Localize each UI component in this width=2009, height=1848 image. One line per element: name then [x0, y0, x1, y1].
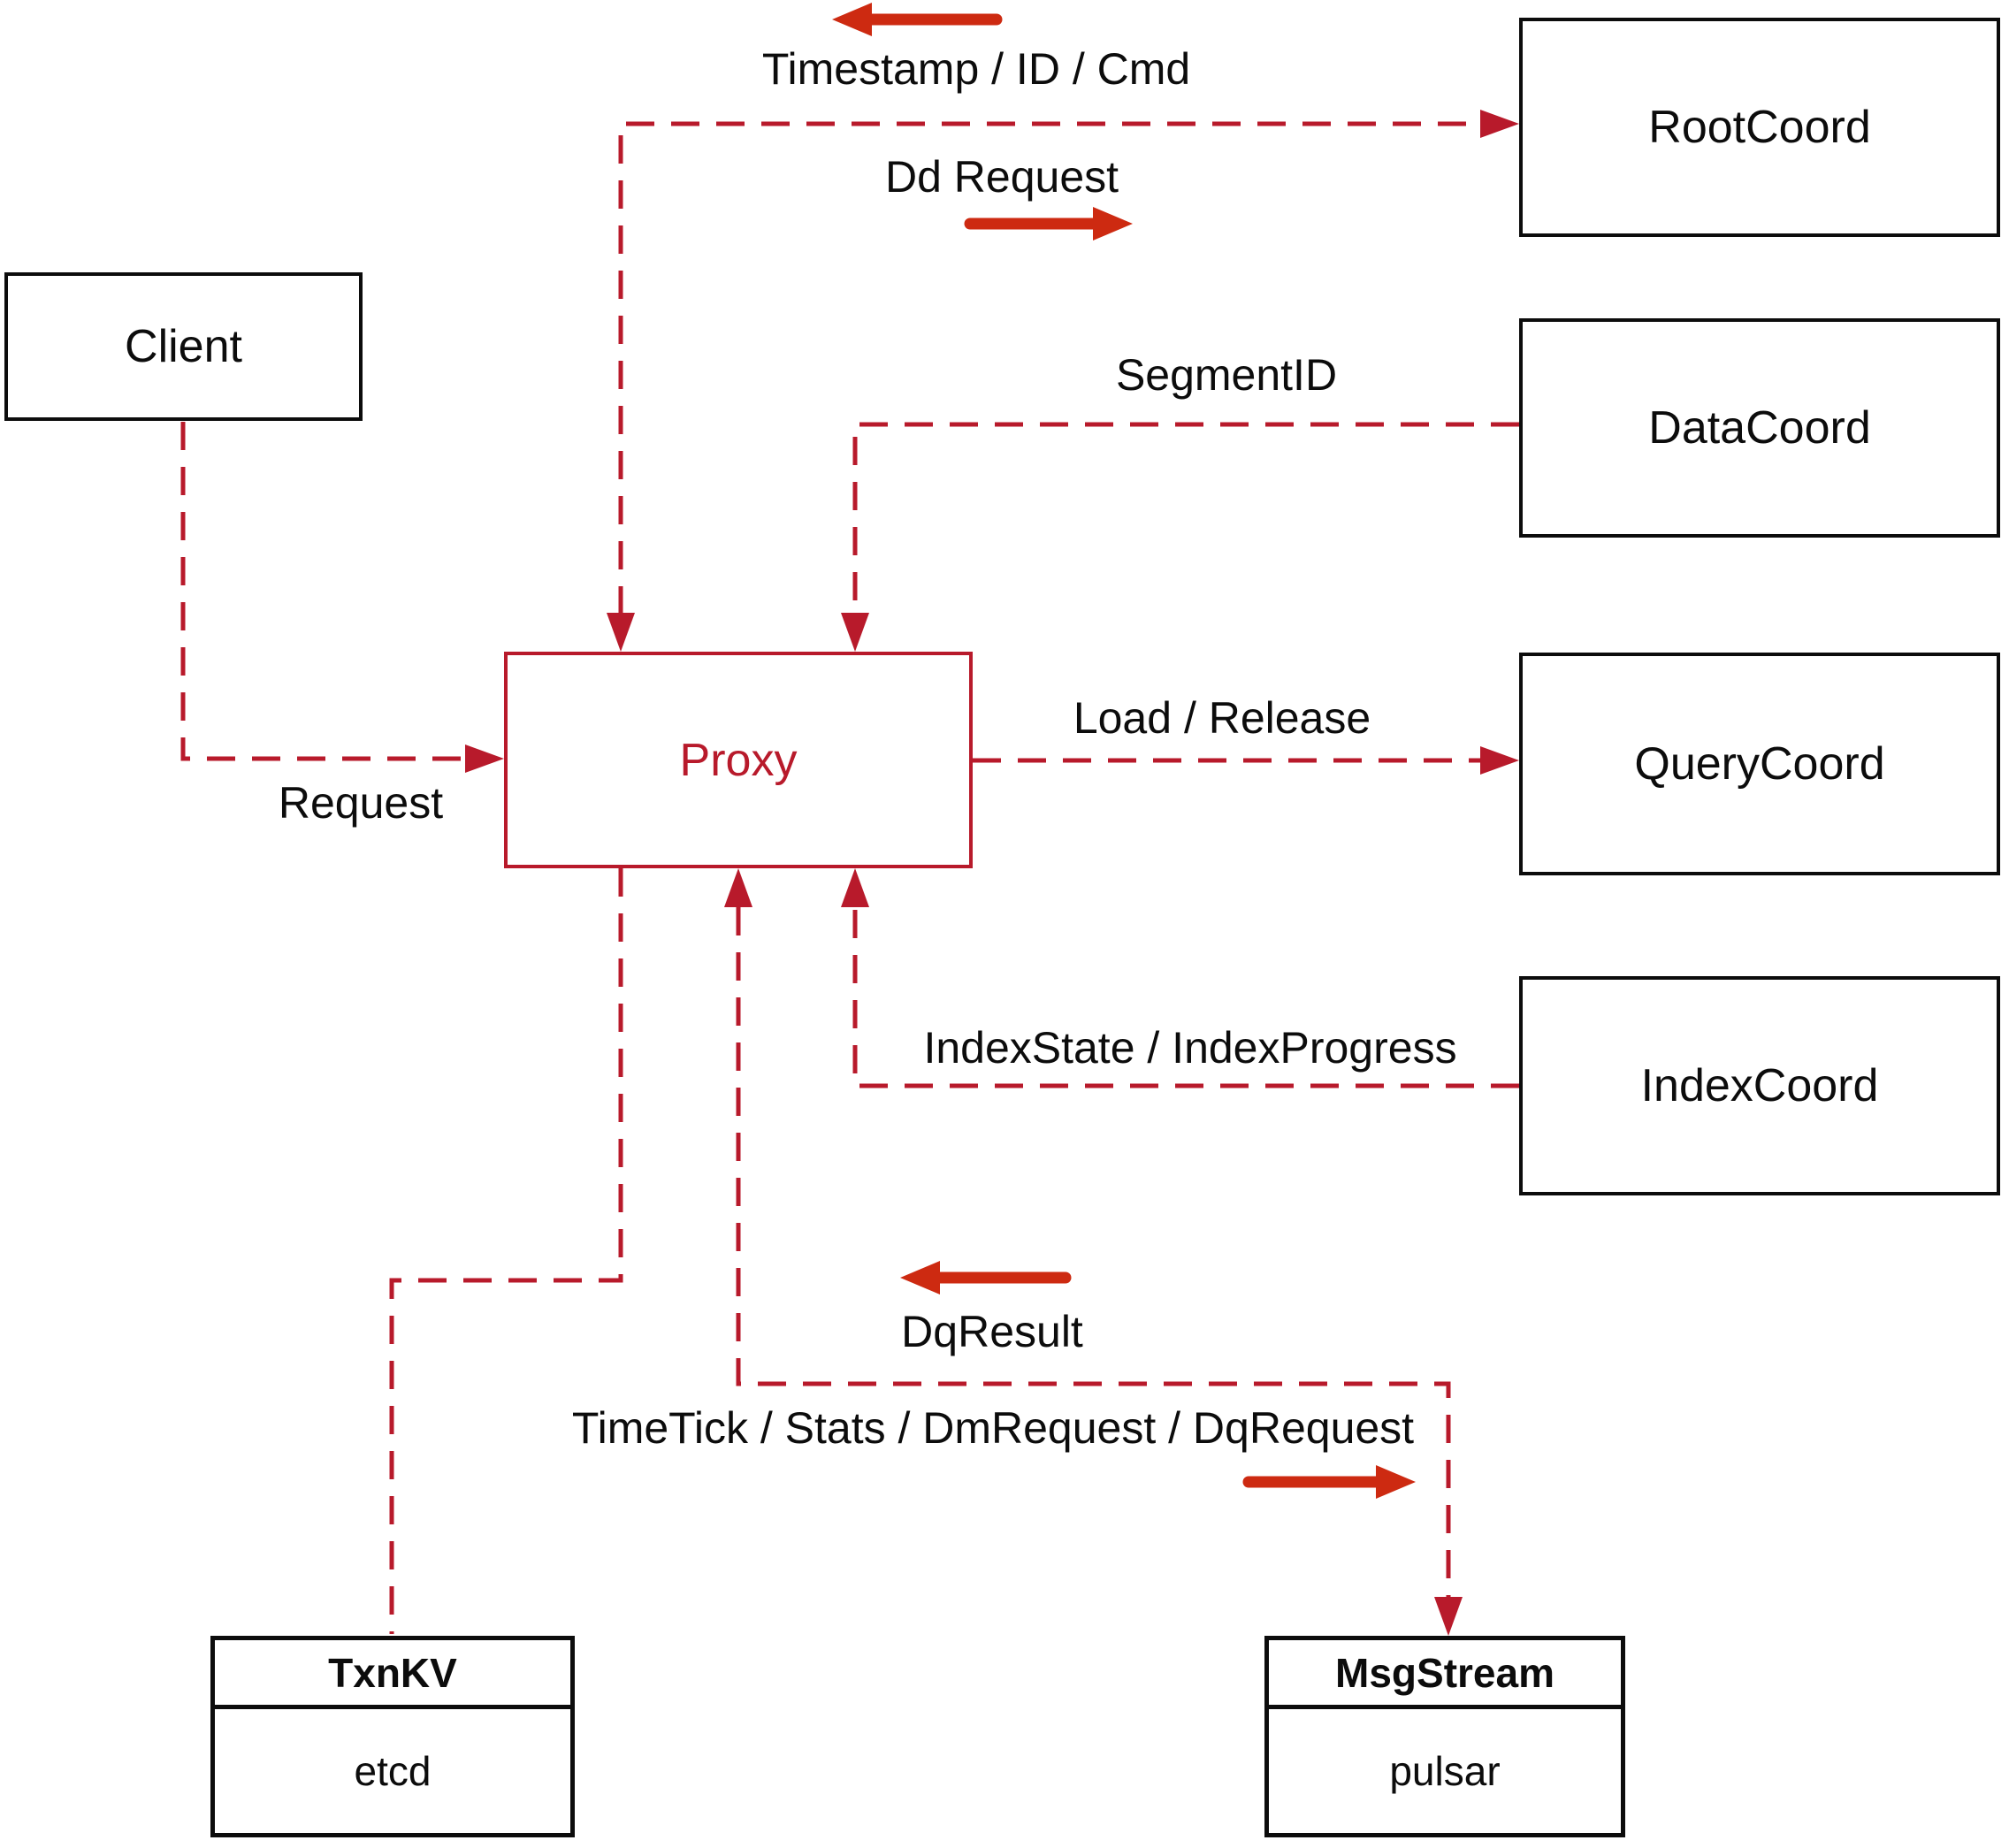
edge-label-index-state: IndexState / IndexProgress — [923, 1023, 1457, 1073]
node-proxy: Proxy — [504, 652, 973, 868]
timestamp-direction-arrow — [832, 3, 1003, 36]
node-proxy-label: Proxy — [679, 734, 798, 786]
node-client: Client — [4, 272, 363, 421]
edge-label-dq-result: DqResult — [901, 1307, 1083, 1356]
arrowhead-into-rootcoord — [1480, 110, 1519, 138]
edge-indexcoord-proxy — [852, 907, 1519, 1088]
arrowhead-into-msgstream — [1434, 1597, 1463, 1636]
arrowhead-into-proxy-from-rootcoord — [607, 613, 635, 652]
node-txnkv-impl: etcd — [354, 1748, 432, 1794]
edge-label-dd-request: Dd Request — [884, 152, 1119, 202]
edge-label-request: Request — [278, 778, 444, 828]
node-msgstream-title: MsgStream — [1269, 1640, 1621, 1709]
edge-proxy-rootcoord — [618, 121, 1480, 615]
dd-request-direction-arrow — [964, 207, 1133, 241]
edge-datacoord-proxy — [852, 422, 1519, 615]
arrowhead-into-proxy-from-datacoord — [841, 613, 869, 652]
node-txnkv: TxnKV etcd — [210, 1636, 575, 1837]
node-datacoord: DataCoord — [1519, 318, 2000, 538]
node-msgstream: MsgStream pulsar — [1264, 1636, 1625, 1837]
edge-label-segment-id: SegmentID — [1115, 350, 1338, 400]
node-indexcoord-label: IndexCoord — [1640, 1060, 1879, 1111]
arrowhead-into-proxy-from-indexcoord — [841, 868, 869, 907]
edge-label-load-release: Load / Release — [1073, 693, 1371, 743]
node-querycoord-label: QueryCoord — [1634, 738, 1885, 790]
edge-client-proxy — [180, 422, 467, 761]
node-txnkv-title: TxnKV — [215, 1640, 570, 1709]
arrowhead-into-proxy-from-msgstream — [724, 868, 752, 907]
node-rootcoord-label: RootCoord — [1648, 102, 1871, 153]
node-msgstream-impl: pulsar — [1389, 1748, 1501, 1794]
edge-label-timestamp: Timestamp / ID / Cmd — [761, 44, 1191, 94]
edge-proxy-txnkv — [389, 868, 623, 1634]
node-datacoord-label: DataCoord — [1648, 402, 1871, 454]
node-rootcoord: RootCoord — [1519, 18, 2000, 237]
time-tick-direction-arrow — [1242, 1465, 1416, 1499]
node-querycoord: QueryCoord — [1519, 653, 2000, 875]
node-client-label: Client — [125, 321, 242, 372]
node-indexcoord: IndexCoord — [1519, 976, 2000, 1195]
edge-proxy-msgstream — [736, 907, 1451, 1597]
arrowhead-into-proxy-from-client — [465, 745, 504, 773]
edge-label-time-tick: TimeTick / Stats / DmRequest / DqRequest — [571, 1403, 1415, 1453]
arrowhead-into-querycoord — [1480, 746, 1519, 775]
dq-result-direction-arrow — [900, 1261, 1072, 1294]
